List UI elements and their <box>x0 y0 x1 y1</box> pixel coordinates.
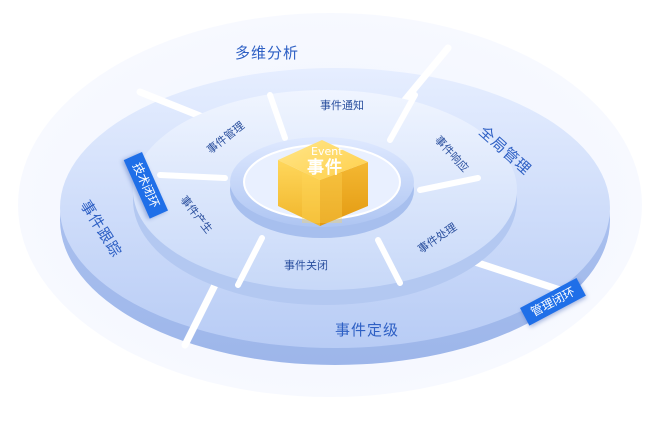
center-label-cn: 事件 <box>307 158 343 178</box>
outer-label-grading: 事件定级 <box>335 321 400 339</box>
center-label-en: Event <box>311 145 343 158</box>
inner-label-close: 事件关闭 <box>284 259 328 272</box>
cube-right-face <box>320 162 368 226</box>
outer-label-analysis: 多维分析 <box>235 44 300 62</box>
inner-ring-dividers <box>157 92 481 288</box>
event-cube <box>278 140 368 226</box>
outer-ring-dividers <box>136 44 564 349</box>
cube-top-face <box>278 140 368 180</box>
inner-label-notify: 事件通知 <box>320 99 364 112</box>
cube-left-face <box>278 160 320 226</box>
